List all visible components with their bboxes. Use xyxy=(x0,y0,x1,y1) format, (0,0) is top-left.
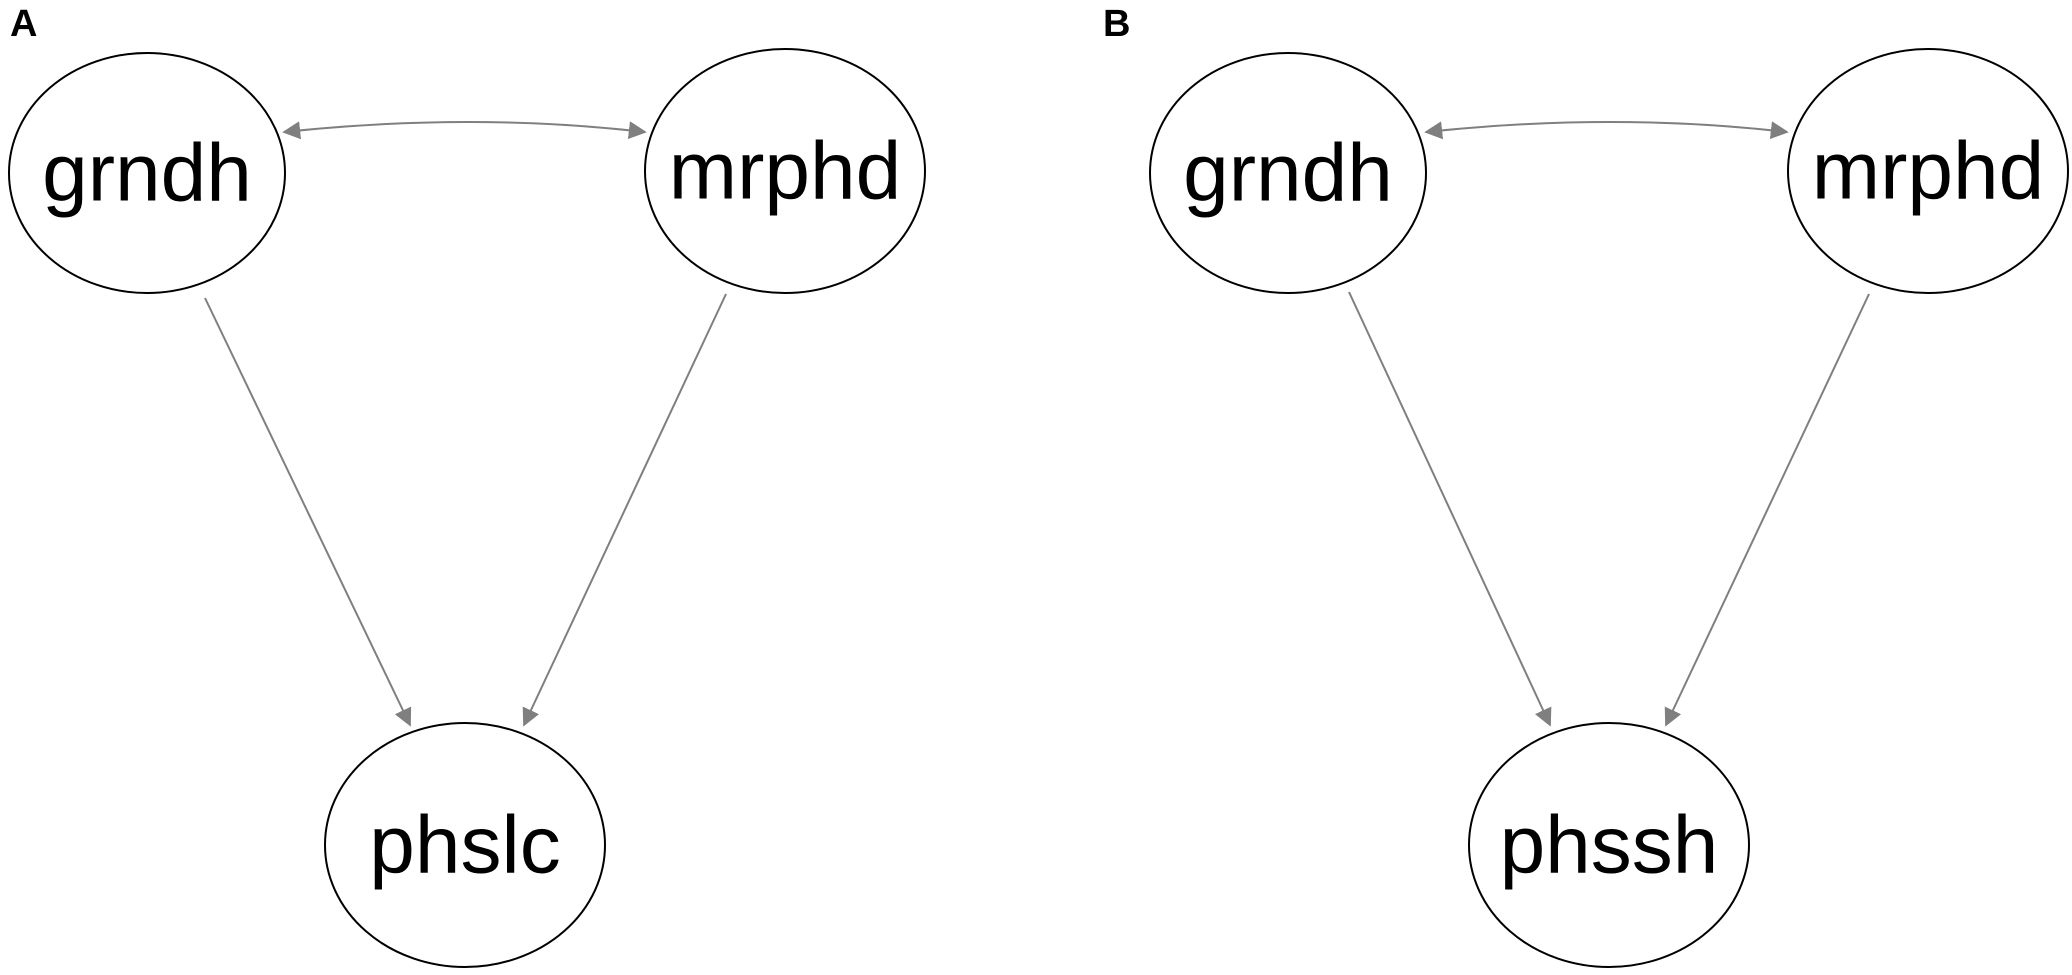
node-ellipse xyxy=(324,722,606,968)
edge-mrphd-to-phssh xyxy=(1664,293,1870,727)
node-ellipse xyxy=(1468,722,1750,968)
edge-mrphd-to-phslc xyxy=(522,293,727,727)
edge-grndh-to-phssh xyxy=(1348,291,1552,727)
node-label: phssh xyxy=(1500,800,1719,891)
node-phssh: phssh xyxy=(1468,722,1750,968)
node-grndh: grndh xyxy=(1149,52,1427,294)
edge-grndh-to-phslc xyxy=(204,297,412,727)
edge-grndh-mrphd-bidirected xyxy=(1424,121,1789,140)
node-phslc: phslc xyxy=(324,722,606,968)
node-ellipse xyxy=(1787,48,2069,294)
panel-b: B grndh mrphd phssh xyxy=(1103,3,2069,968)
node-ellipse xyxy=(8,52,286,294)
node-grndh: grndh xyxy=(8,52,286,294)
node-label: mrphd xyxy=(669,126,901,217)
edge-grndh-mrphd-bidirected xyxy=(282,121,647,140)
node-label: grndh xyxy=(42,128,252,219)
node-ellipse xyxy=(1149,52,1427,294)
panel-label-a: A xyxy=(10,3,37,45)
panel-label-b: B xyxy=(1103,3,1130,45)
node-label: grndh xyxy=(1183,128,1393,219)
node-label: mrphd xyxy=(1812,126,2044,217)
node-ellipse xyxy=(644,48,926,294)
node-mrphd: mrphd xyxy=(644,48,926,294)
node-mrphd: mrphd xyxy=(1787,48,2069,294)
node-label: phslc xyxy=(369,800,560,891)
panel-a: A grndh mrphd phslc xyxy=(8,3,926,968)
